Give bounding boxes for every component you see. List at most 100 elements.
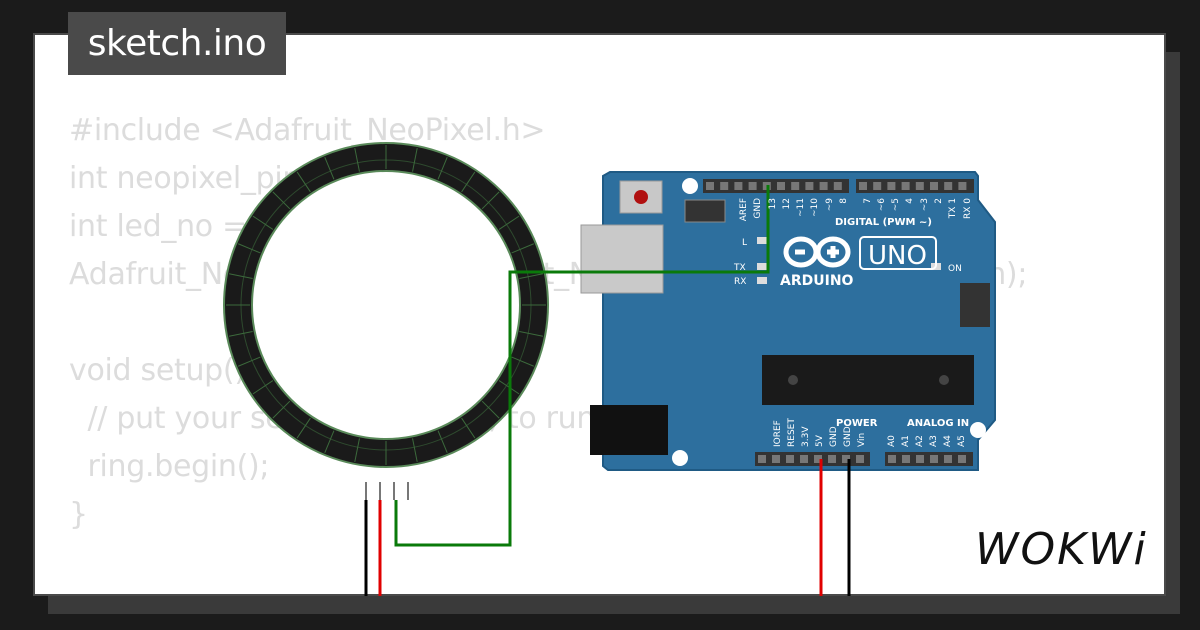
header-pin [902,455,910,463]
header-pin [887,182,896,190]
digital-header-label: DIGITAL (PWM ~) [835,217,932,228]
header-pin [805,182,814,190]
header-pin [859,182,867,190]
power-jack [590,405,668,455]
arduino-brand: ARDUINO [780,273,854,289]
ring-led-segment [252,215,274,230]
ring-led-segment [354,147,360,172]
header-pin [901,182,910,190]
ring-led-segment [296,171,311,193]
ring-led-segment [437,156,448,180]
analog-pin-label: A3 [929,435,939,447]
analog-pin-label: A0 [887,435,897,447]
mounting-hole [672,450,688,466]
ring-led-segment [237,243,261,254]
icsp-header [684,199,726,223]
digital-pin-label: 4 [905,198,915,204]
code-line: void loop() { [69,587,1027,594]
header-pin [777,182,785,190]
header-pin [944,182,953,190]
led-tx [757,263,767,270]
led-l [757,237,767,244]
power-pin-label: GND [843,426,853,447]
ring-led-segment [354,438,360,463]
header-pin [930,182,938,190]
analog-pin-label: A5 [957,435,967,447]
ring-led-segment [519,331,544,337]
ring-led-segment [519,273,544,279]
ring-led-segment [272,400,291,419]
header-pin [706,182,714,190]
header-pin [916,455,924,463]
power-pin-label: 3.3V [801,426,811,447]
header-pin [819,182,828,190]
digital-pin-label: GND [753,198,763,219]
icsp-header-right [960,283,990,327]
ring-led-segment [412,438,418,463]
ring-led-segment [324,156,335,180]
digital-pin-label: ~10 [810,198,820,217]
digital-pin-label: ~6 [877,198,887,212]
ring-led-segment [296,417,311,439]
header-pin [748,182,757,190]
analog-header-label: ANALOG IN [907,418,969,429]
ring-led-segment [412,147,418,172]
ring-led-segment [272,191,291,210]
ring-led-segment [252,380,274,395]
analog-pin-label: A1 [901,435,911,447]
power-header [755,452,870,466]
digital-pin-label: ~9 [825,198,835,212]
digital-pin-label: RX 0 [963,198,973,219]
header-pin [791,182,800,190]
header-pin [772,455,780,463]
digital-pin-label: 8 [839,198,849,204]
file-title-tab[interactable]: sketch.ino [68,12,286,75]
ring-led-segment [324,430,335,454]
reset-button[interactable] [619,180,663,214]
header-pin [915,182,924,190]
header-pin [873,182,882,190]
header-pin [734,182,743,190]
ring-led-segment [461,417,476,439]
ring-led-segment [437,430,448,454]
digital-pin-label: ~3 [920,198,930,211]
analog-pin-label: A2 [915,435,925,447]
arduino-model: UNO [868,241,927,271]
analog-pin-label: A4 [943,435,953,447]
ring-led-segment [498,215,520,230]
ring-led-segment [481,191,500,210]
digital-pin-label: TX 1 [948,198,958,219]
ring-led-segment [228,331,253,337]
header-pin [842,455,850,463]
led-rx-label: RX [734,277,746,287]
led-l-label: L [742,238,747,248]
power-pin-label: Vin [857,433,867,447]
digital-pin-label: 12 [782,198,792,209]
code-line: } [69,497,88,532]
wokwi-logo: WOKWi [975,524,1148,575]
mounting-hole [970,422,986,438]
mounting-hole [682,178,698,194]
digital-pin-label: ~5 [891,198,901,211]
header-pin [800,455,808,463]
code-line: ring.begin(); [69,449,270,484]
header-pin [828,455,836,463]
header-pin [856,455,864,463]
usb-port [580,224,664,294]
header-pin [944,455,952,463]
ring-led-segment [228,273,253,279]
header-pin [958,455,966,463]
arduino-uno-board[interactable]: DIGITAL (PWM ~) L TX RX ON ARDUINO UNO P… [580,171,996,471]
ring-led-segment [461,171,476,193]
digital-pin-label: 2 [934,198,944,204]
arduino-infinity-logo [783,236,851,268]
neopixel-ring[interactable] [223,142,549,500]
ring-led-segment [237,356,261,367]
power-pin-label: GND [829,426,839,447]
header-pin [720,182,729,190]
digital-pin-label: 7 [863,198,873,204]
power-pin-label: RESET [787,418,797,447]
signal-wire[interactable] [394,185,770,547]
digital-pin-label: 13 [768,198,778,209]
